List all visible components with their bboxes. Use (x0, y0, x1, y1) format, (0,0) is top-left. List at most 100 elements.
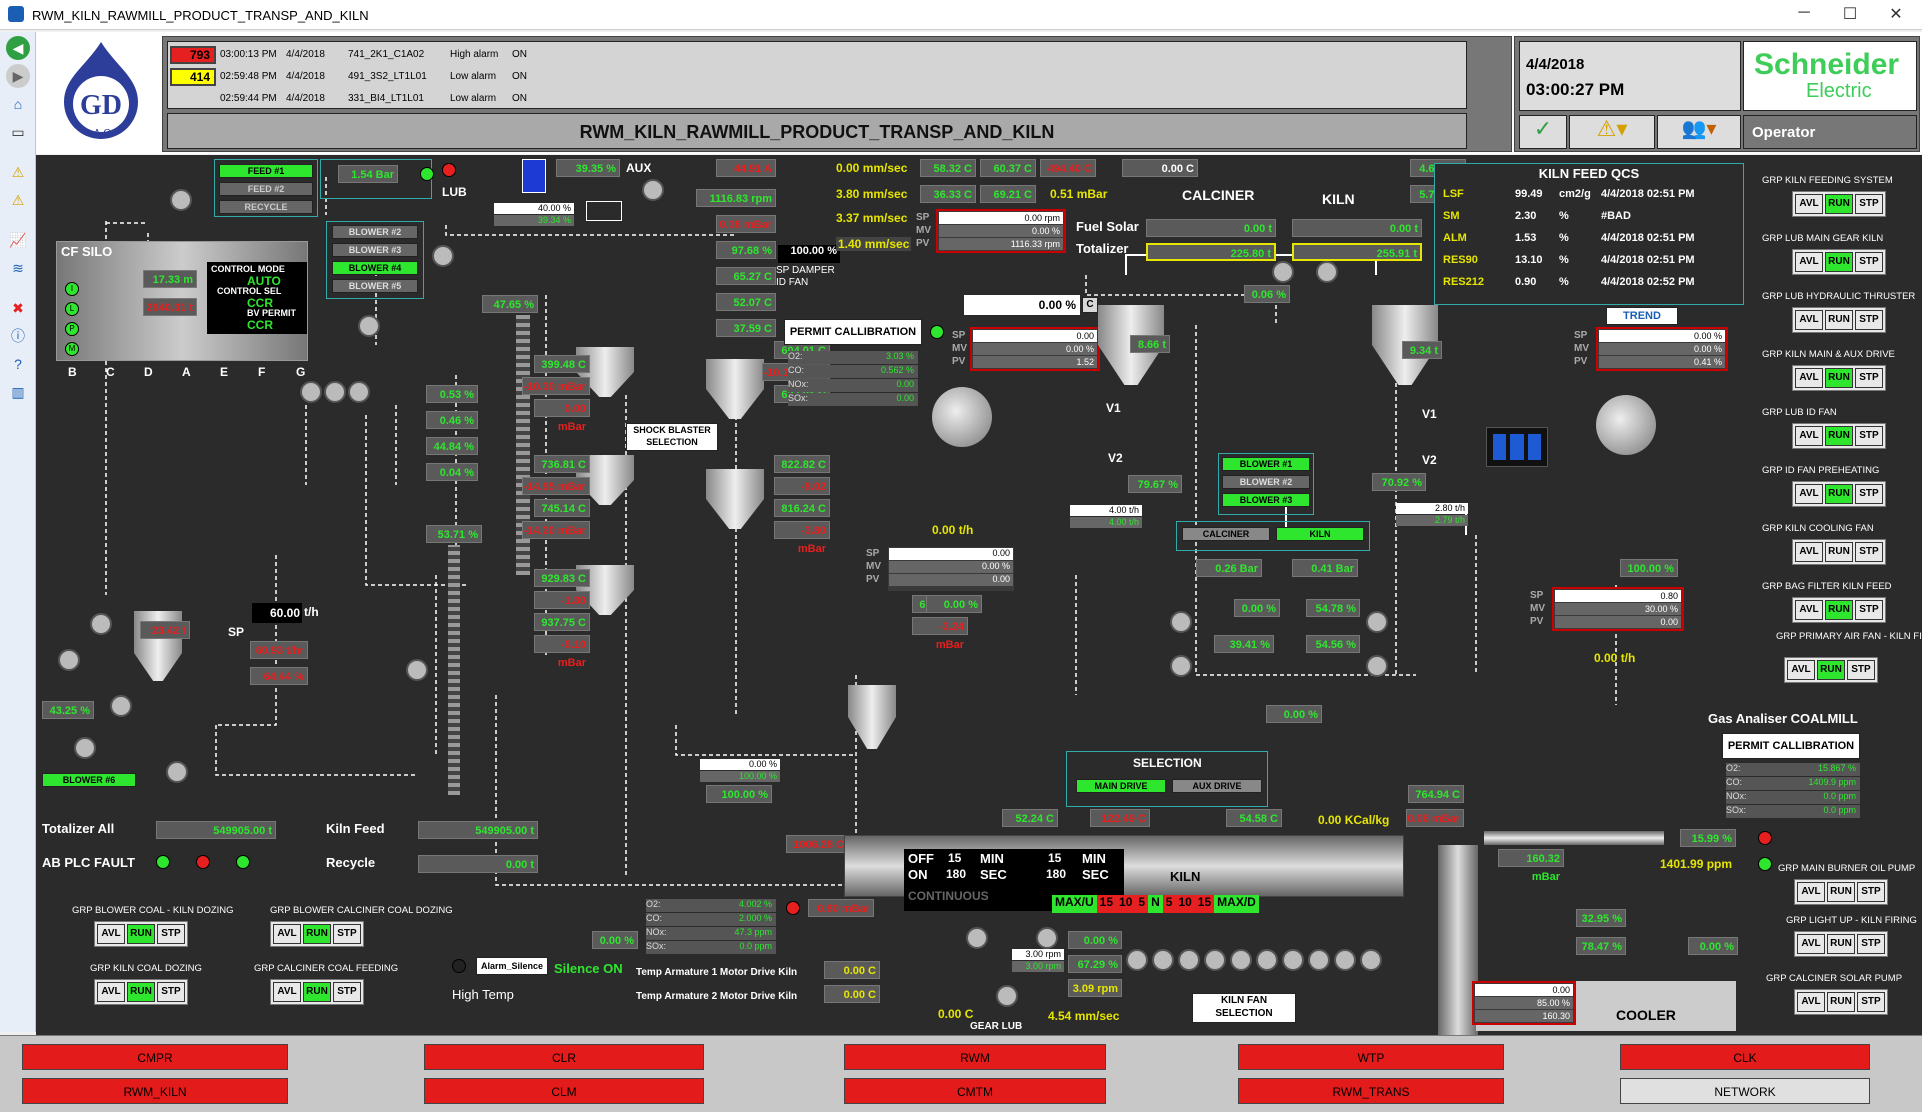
cooling-fan-icon[interactable] (1178, 949, 1200, 971)
aux-drive-button[interactable]: AUX DRIVE (1172, 779, 1262, 793)
avl-button[interactable]: AVL (97, 982, 125, 1002)
fan-motor-icon[interactable] (1170, 655, 1192, 677)
cooling-fan-icon[interactable] (1360, 949, 1382, 971)
cooler-spmvpv[interactable]: 0.80 30.00 % 0.00 (1552, 587, 1684, 631)
stp-button[interactable]: STP (1855, 484, 1883, 504)
avl-button[interactable]: AVL (1787, 660, 1815, 680)
stp-button[interactable]: STP (1855, 194, 1883, 214)
nav-rwm-trans[interactable]: RWM_TRANS (1238, 1078, 1504, 1104)
motor-icon[interactable] (74, 737, 96, 759)
kiln-select-button[interactable]: KILN (1276, 527, 1364, 541)
stp-button[interactable]: STP (333, 924, 361, 944)
blower3-button[interactable]: BLOWER #3 (332, 243, 418, 257)
alarm-row[interactable]: 793 03:00:13 PM 4/4/2018 741_2K1_C1A02 H… (168, 44, 1466, 64)
blower4-button[interactable]: BLOWER #4 (332, 261, 418, 275)
kiln-aux-motor[interactable] (1036, 927, 1058, 949)
run-button[interactable]: RUN (1827, 882, 1855, 902)
run-button[interactable]: RUN (1817, 660, 1845, 680)
shock-blaster-button[interactable]: SHOCK BLASTER SELECTION (626, 423, 718, 451)
motor-icon[interactable] (432, 245, 454, 267)
info-icon[interactable]: ⓘ (11, 328, 25, 344)
feed1-button[interactable]: FEED #1 (219, 164, 313, 178)
stp-button[interactable]: STP (1857, 934, 1885, 954)
stp-button[interactable]: STP (1855, 600, 1883, 620)
motor-icon[interactable] (324, 381, 346, 403)
blower6-button[interactable]: BLOWER #6 (42, 773, 136, 787)
stp-button[interactable]: STP (1847, 660, 1875, 680)
feed2-button[interactable]: FEED #2 (219, 182, 313, 196)
blower1-button[interactable]: BLOWER #1 (1222, 457, 1310, 471)
run-button[interactable]: RUN (1825, 252, 1853, 272)
flow-mid-spmvpv[interactable]: 0.00 0.00 % 0.00 (888, 547, 1014, 591)
permit-calibration-button[interactable]: PERMIT CALLIBRATION (784, 319, 922, 345)
motor-icon[interactable] (300, 381, 322, 403)
recycle-button[interactable]: RECYCLE (219, 200, 313, 214)
motor-icon[interactable] (166, 761, 188, 783)
run-button[interactable]: RUN (1825, 542, 1853, 562)
run-button[interactable]: RUN (127, 982, 155, 1002)
motor-icon[interactable] (170, 189, 192, 211)
motor-icon[interactable] (110, 695, 132, 717)
calciner-sp-value[interactable]: 0.00 % (964, 295, 1080, 315)
alarm-row[interactable]: 02:59:44 PM 4/4/2018 331_BI4_LT1L01 Low … (168, 88, 1466, 108)
run-button[interactable]: RUN (1825, 194, 1853, 214)
cooling-fan-icon[interactable] (1256, 949, 1278, 971)
fan-motor-icon[interactable] (1170, 611, 1192, 633)
gear-lub-motor[interactable] (996, 985, 1018, 1007)
motor-icon[interactable] (358, 315, 380, 337)
motor-icon[interactable] (406, 659, 428, 681)
stp-button[interactable]: STP (1857, 992, 1885, 1012)
motor-icon[interactable] (90, 613, 112, 635)
nav-rwm[interactable]: RWM (844, 1044, 1106, 1070)
avl-button[interactable]: AVL (1795, 600, 1823, 620)
avl-button[interactable]: AVL (1795, 194, 1823, 214)
run-button[interactable]: RUN (1827, 934, 1855, 954)
stp-button[interactable]: STP (1857, 882, 1885, 902)
fan-motor-icon[interactable] (1272, 261, 1294, 283)
avl-button[interactable]: AVL (1795, 426, 1823, 446)
stp-button[interactable]: STP (157, 982, 185, 1002)
nav-clk[interactable]: CLK (1620, 1044, 1870, 1070)
blower2-button[interactable]: BLOWER #2 (332, 225, 418, 239)
ack-check-icon[interactable]: ✓ (1519, 115, 1567, 149)
help-icon[interactable]: ? (14, 356, 22, 372)
alarm-row[interactable]: 414 02:59:48 PM 4/4/2018 491_3S2_LT1L01 … (168, 66, 1466, 86)
avl-button[interactable]: AVL (97, 924, 125, 944)
run-button[interactable]: RUN (1825, 426, 1853, 446)
fan-motor-icon[interactable] (1316, 261, 1338, 283)
id-fan-spmvpv[interactable]: 0.00 rpm 0.00 % 1116.33 rpm (936, 209, 1066, 253)
alarm-warning-icon[interactable]: ⚠ (11, 164, 25, 180)
stp-button[interactable]: STP (1855, 310, 1883, 330)
kiln-fan-selection-button[interactable]: KILN FAN SELECTION (1192, 993, 1296, 1023)
cooling-fan-icon[interactable] (1230, 949, 1252, 971)
trend-button[interactable]: TREND (1606, 307, 1678, 325)
home-icon[interactable]: ⌂ (13, 96, 23, 112)
back-icon[interactable]: ◀ (6, 36, 30, 60)
aux-motor-icon[interactable] (642, 179, 664, 201)
coalmill-permit-button[interactable]: PERMIT CALLIBRATION (1722, 733, 1860, 759)
report-icon[interactable]: ▥ (11, 384, 25, 400)
run-button[interactable]: RUN (1825, 600, 1853, 620)
trend-icon[interactable]: 📈 (9, 232, 27, 248)
fan-motor-icon[interactable] (1366, 611, 1388, 633)
sp-damper-value[interactable]: 100.00 % (778, 245, 840, 263)
motor-icon[interactable] (348, 381, 370, 403)
kiln-main-motor[interactable] (966, 927, 988, 949)
trend-group-icon[interactable]: ≋ (12, 260, 24, 276)
cooler-spmvpv-2[interactable]: 0.00 85.00 % 160.30 (1472, 981, 1576, 1025)
maximize-button[interactable]: ☐ (1842, 6, 1858, 23)
cooling-fan-icon[interactable] (1308, 949, 1330, 971)
stp-button[interactable]: STP (1855, 252, 1883, 272)
user-label[interactable]: Operator (1743, 115, 1917, 149)
nav-rwm-kiln[interactable]: RWM_KILN (22, 1078, 288, 1104)
forward-icon[interactable]: ▶ (6, 64, 30, 88)
run-button[interactable]: RUN (1825, 484, 1853, 504)
fan-motor-icon[interactable] (1366, 655, 1388, 677)
blower3b-button[interactable]: BLOWER #3 (1222, 493, 1310, 507)
alarm-list-icon[interactable]: ⚠ (11, 192, 25, 208)
nav-cmpr[interactable]: CMPR (22, 1044, 288, 1070)
calciner-c-button[interactable]: C (1082, 297, 1098, 313)
blower2b-button[interactable]: BLOWER #2 (1222, 475, 1310, 489)
avl-button[interactable]: AVL (1795, 484, 1823, 504)
print-icon[interactable]: ▭ (11, 124, 25, 140)
